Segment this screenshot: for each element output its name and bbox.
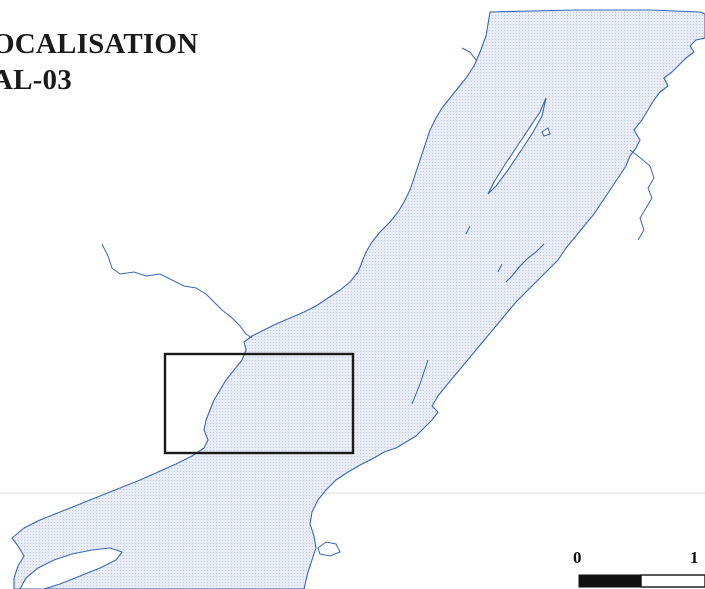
creek-north xyxy=(461,47,477,61)
map-title-line-2: AL-03 xyxy=(0,64,72,96)
map-title-line-1: OCALISATION xyxy=(0,28,199,60)
scale-bar-white-segment xyxy=(640,574,705,588)
island-long-narrow xyxy=(487,97,547,195)
shoal-marks-small xyxy=(465,225,503,273)
river-water-body xyxy=(11,9,705,589)
scale-label-next: 1 xyxy=(690,548,699,567)
island-lower-left xyxy=(19,547,123,589)
study-area-frame xyxy=(163,352,355,455)
shoal-marks-central xyxy=(505,243,545,283)
shoal-marks-lower xyxy=(411,359,429,405)
map-title: OCALISATION AL-03 xyxy=(0,26,198,98)
scale-label-start: 0 xyxy=(573,548,582,567)
scale-bar xyxy=(578,574,705,588)
tributary-stream-west xyxy=(101,243,253,339)
island-small-east xyxy=(541,127,551,137)
tributary-stream-east xyxy=(629,149,655,241)
cove-south xyxy=(317,541,341,557)
scale-bar-black-segment xyxy=(578,574,642,588)
